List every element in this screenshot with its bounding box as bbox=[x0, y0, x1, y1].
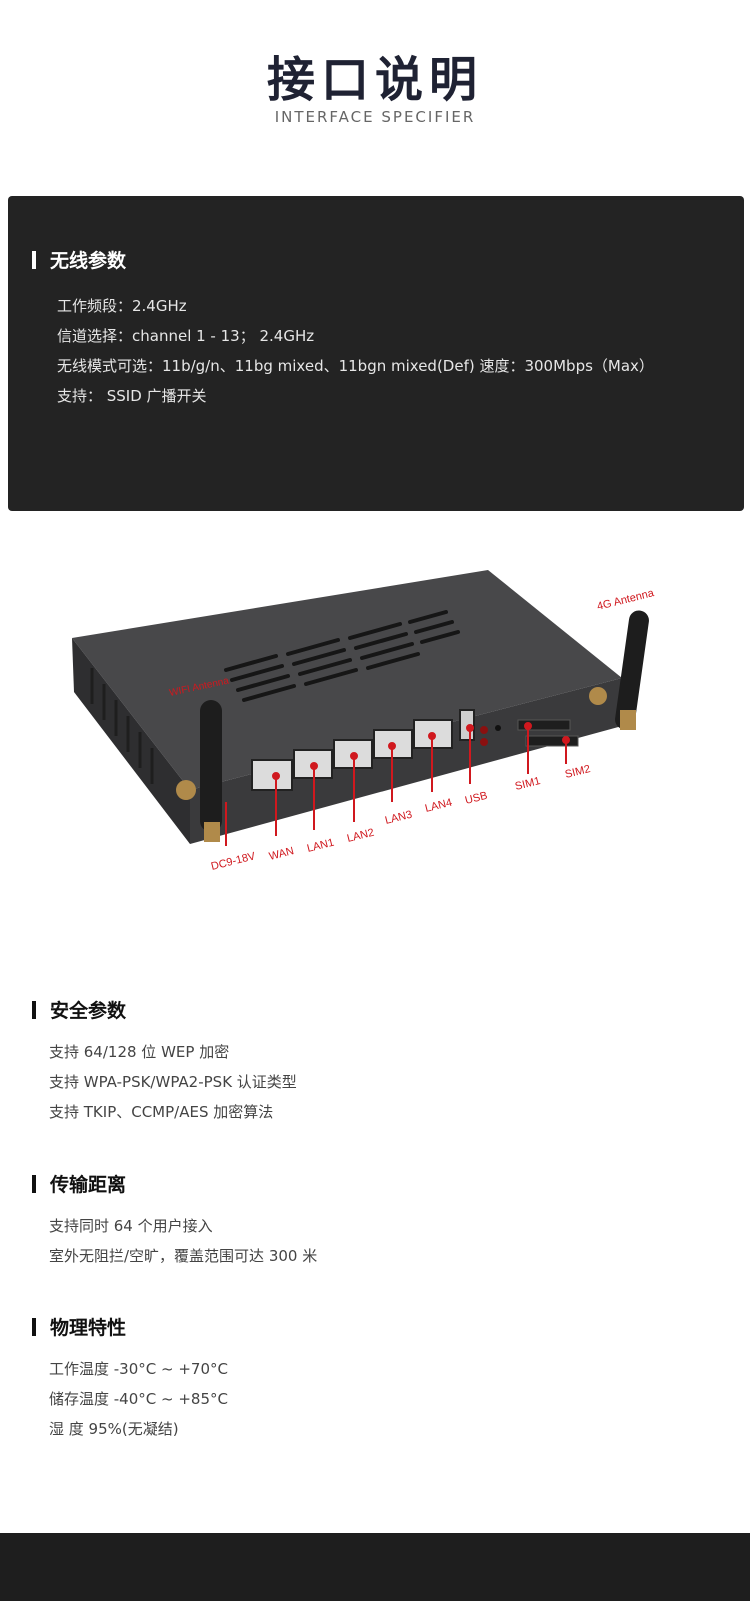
wireless-line: 信道选择：channel 1 - 13； 2.4GHz bbox=[57, 327, 315, 345]
top-vents bbox=[224, 610, 460, 702]
4g-antenna-label: 4G Antenna bbox=[596, 587, 656, 613]
wireless-params-card: 无线参数 工作频段：2.4GHz 信道选择：channel 1 - 13； 2.… bbox=[8, 196, 744, 511]
sim2-slot bbox=[525, 735, 579, 747]
heading-bar bbox=[32, 1317, 36, 1336]
wireless-heading: 无线参数 bbox=[32, 246, 744, 273]
security-line: 支持 64/128 位 WEP 加密 bbox=[49, 1043, 230, 1061]
wireless-heading-text: 无线参数 bbox=[50, 250, 127, 272]
heading-bar bbox=[32, 250, 36, 269]
physical-lines: 工作温度 -30°C ~ +70°C 储存温度 -40°C ~ +85°C 湿 … bbox=[32, 1354, 228, 1444]
security-section: 安全参数 支持 64/128 位 WEP 加密 支持 WPA-PSK/WPA2-… bbox=[32, 996, 297, 1127]
physical-heading: 物理特性 bbox=[32, 1313, 228, 1340]
heading-bar bbox=[32, 1000, 36, 1019]
4g-antenna bbox=[615, 610, 649, 730]
antenna-connector bbox=[589, 687, 607, 705]
pointer-lines bbox=[225, 722, 570, 846]
wan-label: WAN bbox=[268, 845, 295, 863]
security-line: 支持 TKIP、CCMP/AES 加密算法 bbox=[49, 1103, 274, 1121]
physical-line: 工作温度 -30°C ~ +70°C bbox=[49, 1360, 228, 1378]
heading-bar bbox=[32, 1174, 36, 1193]
router-side bbox=[72, 638, 190, 844]
distance-lines: 支持同时 64 个用户接入 室外无阻拦/空旷，覆盖范围可达 300 米 bbox=[32, 1211, 317, 1271]
sim1-slot bbox=[517, 719, 571, 731]
side-vents bbox=[90, 668, 154, 784]
security-heading-text: 安全参数 bbox=[50, 1000, 127, 1022]
wifi-antenna bbox=[200, 700, 222, 832]
physical-section: 物理特性 工作温度 -30°C ~ +70°C 储存温度 -40°C ~ +85… bbox=[32, 1313, 228, 1444]
wireless-lines: 工作频段：2.4GHz 信道选择：channel 1 - 13； 2.4GHz … bbox=[32, 291, 744, 411]
router-front bbox=[190, 678, 622, 844]
distance-line: 室外无阻拦/空旷，覆盖范围可达 300 米 bbox=[49, 1247, 318, 1265]
lan4-label: LAN4 bbox=[424, 797, 454, 815]
4g-antenna-base bbox=[620, 710, 636, 730]
dc-label: DC9-18V bbox=[210, 850, 257, 873]
sim2-label: SIM2 bbox=[564, 763, 592, 781]
wifi-antenna-base bbox=[204, 822, 220, 842]
security-lines: 支持 64/128 位 WEP 加密 支持 WPA-PSK/WPA2-PSK 认… bbox=[32, 1037, 297, 1127]
lan3-label: LAN3 bbox=[384, 809, 414, 827]
wan-port bbox=[251, 759, 293, 791]
wifi-connector bbox=[176, 780, 196, 800]
wireless-line: 支持： SSID 广播开关 bbox=[57, 387, 207, 405]
led bbox=[480, 738, 488, 746]
router-svg: WIFI Antenna 4G Antenna DC9-18V WAN LAN1… bbox=[72, 570, 656, 873]
security-line: 支持 WPA-PSK/WPA2-PSK 认证类型 bbox=[49, 1073, 297, 1091]
lan1-label: LAN1 bbox=[306, 837, 336, 855]
distance-section: 传输距离 支持同时 64 个用户接入 室外无阻拦/空旷，覆盖范围可达 300 米 bbox=[32, 1170, 317, 1271]
distance-heading-text: 传输距离 bbox=[50, 1174, 127, 1196]
physical-heading-text: 物理特性 bbox=[50, 1317, 127, 1339]
page-footer bbox=[0, 1533, 750, 1601]
sim1-label: SIM1 bbox=[514, 775, 542, 793]
wireless-line: 工作频段：2.4GHz bbox=[57, 297, 187, 315]
wireless-line: 无线模式可选：11b/g/n、11bg mixed、11bgn mixed(De… bbox=[57, 357, 654, 375]
security-heading: 安全参数 bbox=[32, 996, 297, 1023]
physical-line: 湿 度 95%(无凝结) bbox=[49, 1420, 179, 1438]
physical-line: 储存温度 -40°C ~ +85°C bbox=[49, 1390, 228, 1408]
router-illustration: WIFI Antenna 4G Antenna DC9-18V WAN LAN1… bbox=[0, 560, 750, 920]
page-subtitle: INTERFACE SPECIFIER bbox=[274, 108, 476, 126]
led bbox=[480, 726, 488, 734]
page-title: 接口说明 bbox=[266, 52, 483, 108]
distance-heading: 传输距离 bbox=[32, 1170, 317, 1197]
reset-button bbox=[495, 725, 501, 731]
distance-line: 支持同时 64 个用户接入 bbox=[49, 1217, 213, 1235]
usb-label: USB bbox=[464, 790, 489, 807]
page-header: 接口说明 INTERFACE SPECIFIER bbox=[0, 0, 750, 150]
lan2-label: LAN2 bbox=[346, 827, 376, 845]
